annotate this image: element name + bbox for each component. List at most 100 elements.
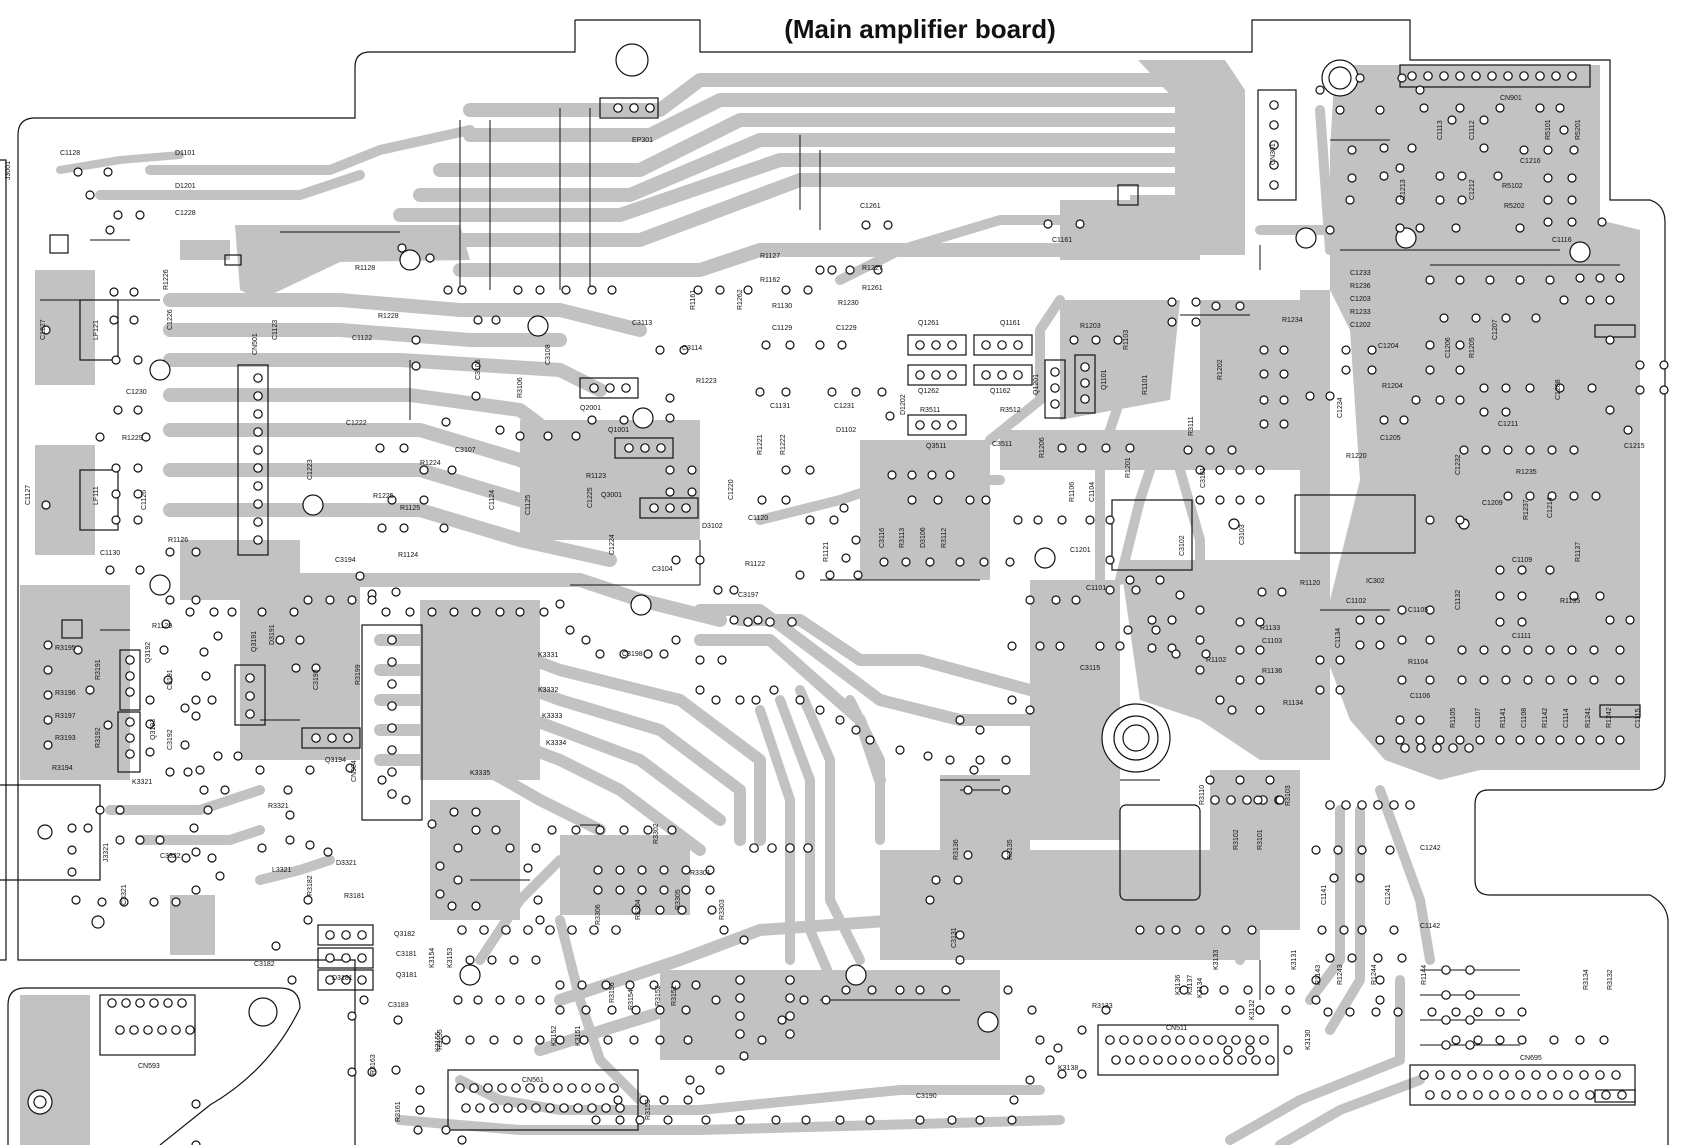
solder-pad bbox=[215, 871, 225, 881]
solder-pad bbox=[201, 671, 211, 681]
solder-pad bbox=[1215, 465, 1225, 475]
solder-pad bbox=[1375, 640, 1385, 650]
solder-pad bbox=[1567, 675, 1577, 685]
solder-pad bbox=[1001, 850, 1011, 860]
solder-pad bbox=[245, 691, 255, 701]
solder-pad bbox=[257, 843, 267, 853]
solder-pad bbox=[1595, 273, 1605, 283]
solder-pad bbox=[777, 1015, 787, 1025]
ref-r3305: R3305 bbox=[675, 889, 682, 910]
solder-pad bbox=[683, 1035, 693, 1045]
solder-pad bbox=[387, 657, 397, 667]
solder-pad bbox=[427, 607, 437, 617]
solder-pad bbox=[655, 905, 665, 915]
solder-pad bbox=[161, 619, 171, 629]
solder-pad bbox=[43, 740, 53, 750]
solder-pad bbox=[397, 243, 407, 253]
solder-pad bbox=[181, 853, 191, 863]
ref-c1134: C1134 bbox=[1335, 628, 1342, 648]
solder-pad bbox=[803, 843, 813, 853]
solder-pad bbox=[555, 599, 565, 609]
ref-c3197: C3197 bbox=[738, 592, 759, 599]
solder-pad bbox=[523, 863, 533, 873]
solder-pad bbox=[285, 810, 295, 820]
solder-pad bbox=[1589, 675, 1599, 685]
solder-pad bbox=[643, 649, 653, 659]
solder-pad bbox=[367, 1067, 377, 1077]
ref-r3199: R3199 bbox=[355, 664, 362, 685]
ref-r3136: R3136 bbox=[953, 839, 960, 860]
solder-pad bbox=[289, 607, 299, 617]
solder-pad bbox=[387, 745, 397, 755]
solder-pad bbox=[453, 843, 463, 853]
solder-pad bbox=[125, 671, 135, 681]
solder-pad bbox=[561, 285, 571, 295]
solder-pad bbox=[509, 955, 519, 965]
solder-pad bbox=[1543, 217, 1553, 227]
solder-pad bbox=[163, 675, 173, 685]
ref-r1124: R1124 bbox=[398, 552, 418, 559]
solder-pad bbox=[1493, 171, 1503, 181]
solder-pad bbox=[473, 995, 483, 1005]
solder-pad bbox=[931, 875, 941, 885]
ref-r5101: R5101 bbox=[1545, 119, 1552, 140]
ref-c3114: C3114 bbox=[682, 345, 702, 352]
solder-pad bbox=[1005, 557, 1015, 567]
solder-pad bbox=[1115, 641, 1125, 651]
solder-pad bbox=[209, 607, 219, 617]
solder-pad bbox=[649, 503, 659, 513]
ref-c1105: C1105 bbox=[1408, 607, 1428, 614]
ref-q3511: Q3511 bbox=[926, 443, 947, 450]
solder-pad bbox=[865, 1115, 875, 1125]
ref-c3103: C3103 bbox=[1239, 524, 1246, 545]
solder-pad bbox=[457, 925, 467, 935]
solder-pad bbox=[1167, 1055, 1177, 1065]
solder-pad bbox=[815, 705, 825, 715]
ref-cn561: CN561 bbox=[522, 1077, 544, 1084]
solder-pad bbox=[1467, 1070, 1477, 1080]
solder-pad bbox=[1325, 953, 1335, 963]
solder-pad bbox=[1423, 71, 1433, 81]
solder-pad bbox=[245, 673, 255, 683]
solder-pad bbox=[1400, 743, 1410, 753]
ref-k3134: K3134 bbox=[1197, 978, 1204, 998]
ref-ic302: IC302 bbox=[1366, 578, 1385, 585]
ref-k3151: K3151 bbox=[575, 1026, 582, 1046]
ref-c1229: C1229 bbox=[836, 325, 857, 332]
solder-pad bbox=[1255, 465, 1265, 475]
solder-pad bbox=[115, 805, 125, 815]
solder-pad bbox=[1517, 617, 1527, 627]
ref-k3133: K3133 bbox=[1213, 950, 1220, 970]
solder-pad bbox=[253, 535, 263, 545]
ref-c3105: C3105 bbox=[475, 359, 482, 380]
solder-pad bbox=[735, 695, 745, 705]
solder-pad bbox=[95, 805, 105, 815]
solder-pad bbox=[441, 417, 451, 427]
solder-pad bbox=[1521, 1090, 1531, 1100]
solder-pad bbox=[1189, 1035, 1199, 1045]
solder-pad bbox=[185, 607, 195, 617]
solder-pad bbox=[1525, 383, 1535, 393]
solder-pad bbox=[125, 749, 135, 759]
solder-pad bbox=[413, 1125, 423, 1135]
solder-pad bbox=[105, 225, 115, 235]
solder-pad bbox=[495, 607, 505, 617]
solder-pad bbox=[471, 807, 481, 817]
solder-pad bbox=[129, 287, 139, 297]
solder-pad bbox=[681, 885, 691, 895]
ref-k3131: K3131 bbox=[1291, 950, 1298, 970]
solder-pad bbox=[1341, 800, 1351, 810]
solder-pad bbox=[1595, 1070, 1605, 1080]
solder-pad bbox=[1211, 301, 1221, 311]
solder-pad bbox=[513, 1035, 523, 1045]
solder-pad bbox=[671, 555, 681, 565]
ref-r1128: R1128 bbox=[355, 265, 375, 272]
solder-pad bbox=[1473, 1090, 1483, 1100]
solder-pad bbox=[1465, 990, 1475, 1000]
solder-pad bbox=[851, 387, 861, 397]
solder-pad bbox=[495, 425, 505, 435]
ref-r3101: R3101 bbox=[1257, 829, 1264, 850]
solder-pad bbox=[303, 595, 313, 605]
solder-pad bbox=[581, 1005, 591, 1015]
solder-pad bbox=[455, 1083, 465, 1093]
